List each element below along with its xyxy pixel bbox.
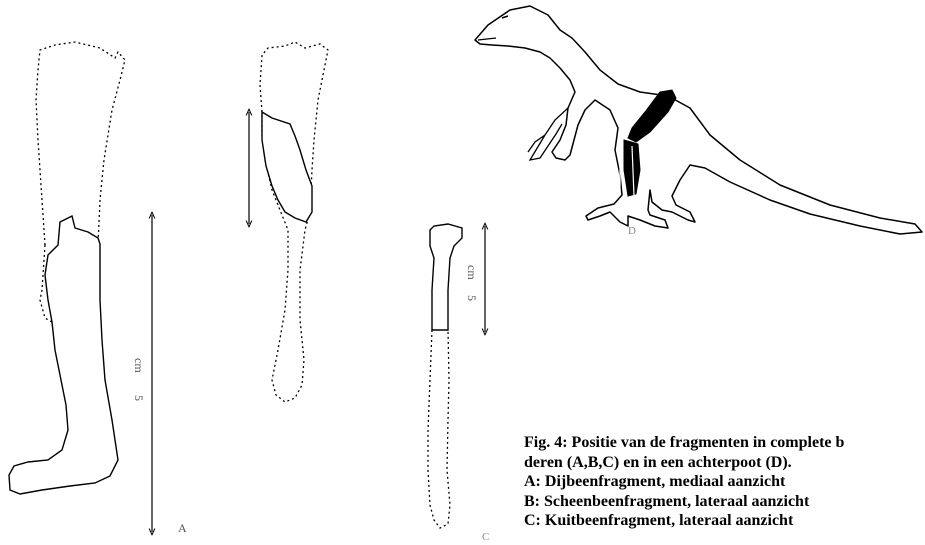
- label-d: D: [628, 225, 636, 237]
- svg-text:5: 5: [465, 295, 479, 301]
- fibula-fragment-outline: [430, 224, 462, 330]
- label-a: A: [178, 521, 187, 535]
- caption-line-3: A: Dijbeenfragment, mediaal aanzicht: [524, 472, 925, 492]
- fibula-drawing: cm 5: [428, 224, 485, 528]
- tibia-reconstructed-outline: [260, 42, 328, 402]
- caption-line-5: C: Kuitbeenfragment, lateraal aanzicht: [524, 511, 925, 531]
- caption-line-2: deren (A,B,C) en in een achterpoot (D).: [524, 453, 925, 473]
- femur-fragment-outline: [9, 216, 118, 494]
- caption-line-4: B: Scheenbeenfragment, lateraal aanzicht: [524, 492, 925, 512]
- dinosaur-body-outline: [475, 6, 922, 234]
- femur-drawing: cm 5: [9, 42, 152, 532]
- label-c: C: [482, 531, 489, 543]
- caption-line-1: Fig. 4: Positie van de fragmenten in com…: [524, 433, 925, 453]
- svg-text:cm: cm: [132, 358, 146, 373]
- figure-caption: Fig. 4: Positie van de fragmenten in com…: [524, 433, 925, 531]
- dinosaur-drawing: [475, 6, 922, 234]
- svg-text:5: 5: [132, 395, 146, 401]
- svg-text:cm: cm: [465, 265, 479, 280]
- tibia-drawing: [249, 42, 328, 402]
- femur-reconstructed-outline: [36, 42, 125, 245]
- fibula-reconstructed-outline: [428, 330, 450, 528]
- tibia-fragment-outline: [262, 112, 312, 222]
